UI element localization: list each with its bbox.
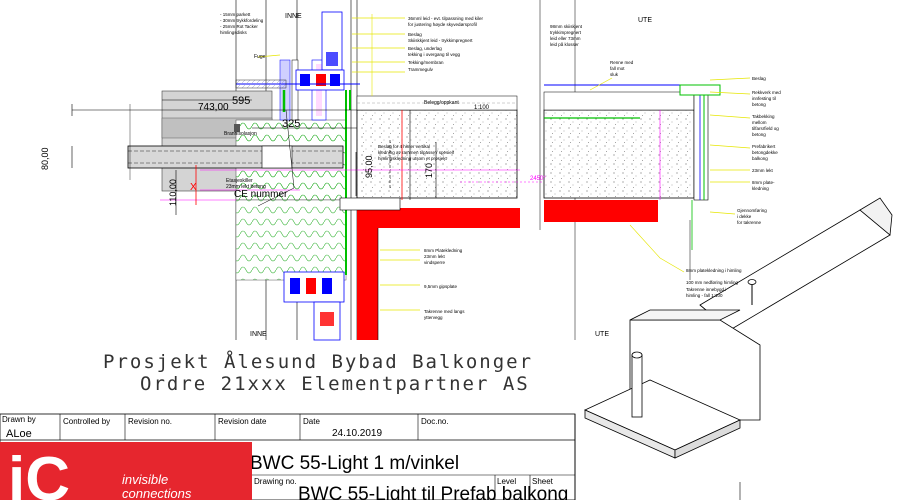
- note-top-center-6: Tekking/membran: [408, 60, 444, 65]
- project-line-2: Ordre 21xxx Elementpartner AS: [140, 373, 530, 395]
- drawing-no-label: Drawing no.: [254, 477, 297, 486]
- note-bottom-center-2: vindsperre: [424, 260, 446, 265]
- logo-line-1: invisible: [122, 472, 168, 487]
- dim-595: 595: [232, 95, 250, 107]
- dim-x: X: [190, 182, 197, 193]
- sheet-label: Sheet: [532, 477, 554, 486]
- doc-no-label: Doc.no.: [421, 417, 449, 426]
- drawn-by-label: Drawn by: [2, 415, 36, 424]
- note-top-left-1: - 30mm trykkfordeling: [220, 18, 264, 23]
- note-right-1: Rekkverk med: [752, 90, 781, 95]
- dim-325: 325: [282, 118, 300, 130]
- note-renne-2: sluk: [610, 72, 619, 77]
- note-bottom-center-5: yttervegg: [424, 315, 443, 320]
- note-bottom-right-3: himling - fall 1:100: [686, 293, 723, 298]
- zone-label-inside-top: INNE: [285, 13, 302, 20]
- note-renne-1: fall mot: [610, 66, 625, 71]
- note-etasje-0: Etasjeskiller: [226, 178, 253, 184]
- note-bottom-right-2: Takrenne innebygd i: [686, 287, 726, 292]
- note-top-right-3: leid på klosser: [550, 41, 579, 47]
- note-bottom-right-1: 100 mm nedføring himling: [686, 280, 739, 285]
- note-right-15: i dekke: [737, 214, 752, 219]
- note-fuge: Fuge: [254, 54, 266, 60]
- note-belegg: Belegg/oppkant: [424, 100, 459, 106]
- note-mid-2: himlingskledning utsom et prosjekt: [378, 156, 448, 161]
- note-top-center-0: 36mml leid - evt. tilpassning med kiler: [408, 16, 484, 21]
- note-right-7: betong: [752, 132, 766, 137]
- drawing-subtitle: BWC 55-Light til Prefab balkong: [298, 484, 568, 500]
- note-right-0: Beslag: [752, 76, 766, 81]
- dim-80: 80,00: [40, 147, 50, 170]
- note-bottom-center-1: 23mm lekt: [424, 254, 446, 259]
- note-right-11: 23mm lekt: [752, 168, 774, 173]
- note-right-10: balkong: [752, 156, 768, 161]
- note-right-9: betongdekke: [752, 150, 778, 155]
- controlled-by-label: Controlled by: [63, 417, 110, 426]
- note-top-right-2: leid eller 73mm: [550, 36, 581, 41]
- note-bottom-right-0: 8mm platekledning i himling: [686, 268, 742, 273]
- note-right-4: Takbekking: [752, 114, 775, 119]
- note-top-right-1: trykkimpregnert: [550, 30, 582, 35]
- level-label: Level: [497, 477, 516, 486]
- note-right-8: Prefabrikert: [752, 144, 776, 149]
- note-etasje-1: 23mm lekt betong: [226, 184, 266, 190]
- note-right-13: kledning: [752, 186, 769, 191]
- zone-label-outside-bottom: UTE: [595, 331, 609, 338]
- note-mid-1: kledning av rammen tilpasse / spesiell: [378, 150, 454, 155]
- note-right-14: Gjennomføring: [737, 208, 767, 213]
- note-right-12: 8mm plate-: [752, 180, 775, 185]
- note-top-center-1: for justering høyde skyvedørsprofil: [408, 22, 477, 27]
- drawing-title: BWC 55-Light 1 m/vinkel: [250, 453, 459, 474]
- note-top-left-0: - 15mm parkett: [220, 12, 251, 17]
- logo-mark: iC: [8, 445, 70, 500]
- revision-date-label: Revision date: [218, 417, 267, 426]
- note-brannisolasjon: Brannisolasjon: [224, 131, 257, 137]
- zone-label-outside-top: UTE: [638, 17, 652, 24]
- date-value: 24.10.2019: [332, 428, 382, 439]
- note-right-6: tilfarsrfield og: [752, 126, 779, 131]
- dim-743: 743,00: [198, 102, 229, 113]
- note-mid-0: Beslag for 4 hinter vertikal: [378, 144, 430, 149]
- note-top-center-2: Beslag: [408, 32, 422, 37]
- drawing-labels: INNE UTE INNE UTE - 15mm parkett - 30mm …: [40, 12, 781, 395]
- note-right-3: betong: [752, 102, 766, 107]
- bracket-isometric: [584, 197, 893, 459]
- dim-angle: 2450°: [530, 176, 546, 182]
- drawn-by-value: ALoe: [6, 428, 32, 440]
- dim-95: 95,00: [364, 155, 374, 178]
- note-right-2: innfesting til: [752, 96, 776, 101]
- dim-170: 170: [424, 163, 434, 178]
- note-top-center-3: Skiiskkjent leid - trykkimpregnert: [408, 38, 473, 43]
- ce-number-label: CE nummer: [234, 189, 288, 200]
- note-top-center-5: tekking i overgang til vegg: [408, 52, 461, 57]
- note-top-right-0: 98mm skiiskjent: [550, 24, 583, 29]
- building-section: [71, 0, 640, 341]
- note-right-16: for takrenne: [737, 220, 762, 225]
- zone-label-inside-bottom: INNE: [250, 331, 267, 338]
- scale-label: 1:100: [474, 105, 490, 111]
- company-logo: iC invisible connections: [0, 442, 252, 500]
- balcony-section: [543, 77, 751, 280]
- dim-110: 110,00: [168, 179, 178, 206]
- date-label: Date: [303, 417, 320, 426]
- note-bottom-center-3: 9,5mm gipsplate: [424, 284, 458, 289]
- note-top-center-4: Beslag, underlag: [408, 46, 442, 51]
- note-renne-0: Renne med: [610, 60, 634, 65]
- revision-no-label: Revision no.: [128, 417, 172, 426]
- project-line-1: Prosjekt Ålesund Bybad Balkonger: [103, 350, 533, 373]
- note-bottom-center-4: Takrenne med langs: [424, 309, 465, 314]
- note-top-center-7: Trammegulv: [408, 67, 434, 72]
- logo-line-2: connections: [122, 486, 192, 500]
- note-bottom-center-0: 8mm Platekledning: [424, 248, 463, 253]
- note-top-left-3: himlingsdisks: [220, 30, 248, 35]
- note-top-left-2: - 25mm Rot Tacker: [220, 24, 258, 29]
- note-right-5: mellom: [752, 120, 767, 125]
